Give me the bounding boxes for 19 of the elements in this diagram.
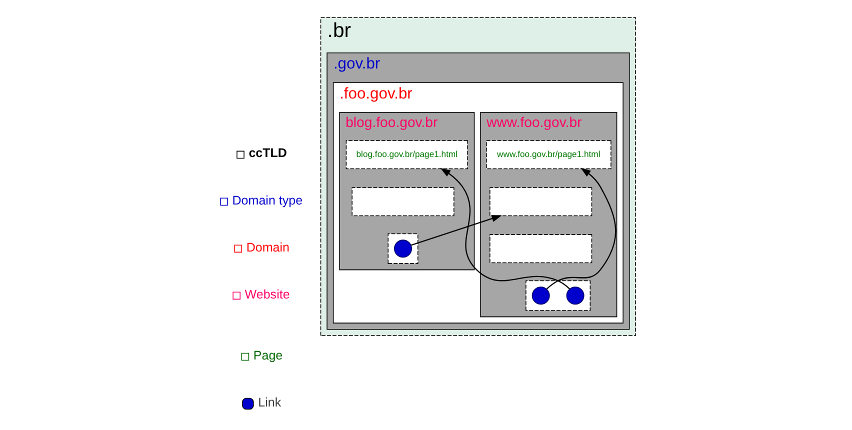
legend-label: Website bbox=[244, 288, 290, 302]
legend-label: Domain type bbox=[232, 194, 302, 208]
arrow bbox=[440, 168, 570, 290]
legend-label: Link bbox=[258, 396, 281, 410]
cluster bbox=[387, 233, 418, 264]
node-box bbox=[489, 234, 592, 264]
legend-label: ccTLD bbox=[248, 146, 286, 160]
cluster bbox=[525, 280, 590, 311]
node-circle bbox=[566, 286, 584, 305]
node-box: blog.foo.gov.br/page1.html bbox=[345, 140, 468, 170]
node-circle bbox=[531, 286, 550, 305]
node-box: www.foo.gov.br/page1.html bbox=[486, 140, 611, 170]
node-circle bbox=[394, 240, 412, 258]
legend-label: Page bbox=[252, 348, 282, 363]
arrow bbox=[546, 168, 616, 290]
legend-label: Domain bbox=[246, 240, 290, 255]
node-box bbox=[489, 187, 592, 216]
arrow bbox=[410, 215, 502, 246]
node-box bbox=[351, 187, 454, 216]
